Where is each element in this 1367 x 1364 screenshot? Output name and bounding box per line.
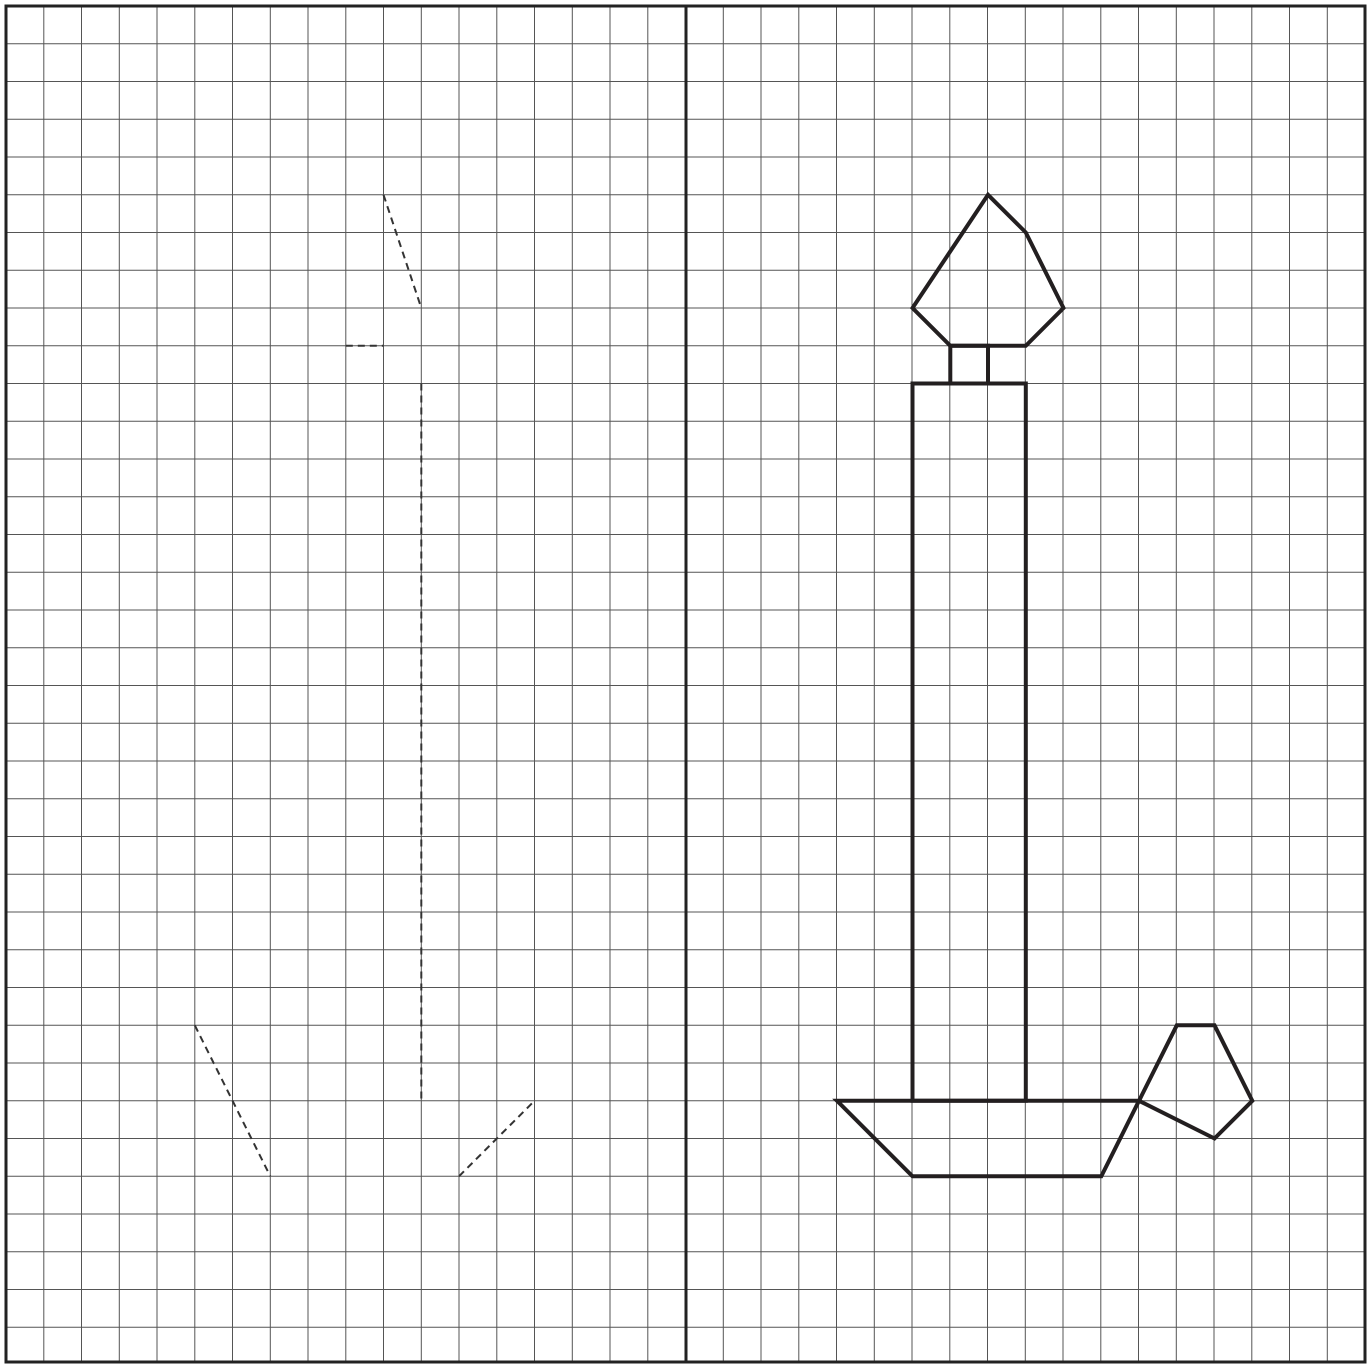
flame-guide-segment (384, 195, 422, 308)
candle-body (913, 384, 1026, 1101)
holder-handle (1139, 1025, 1252, 1138)
wick-outline (950, 346, 988, 384)
